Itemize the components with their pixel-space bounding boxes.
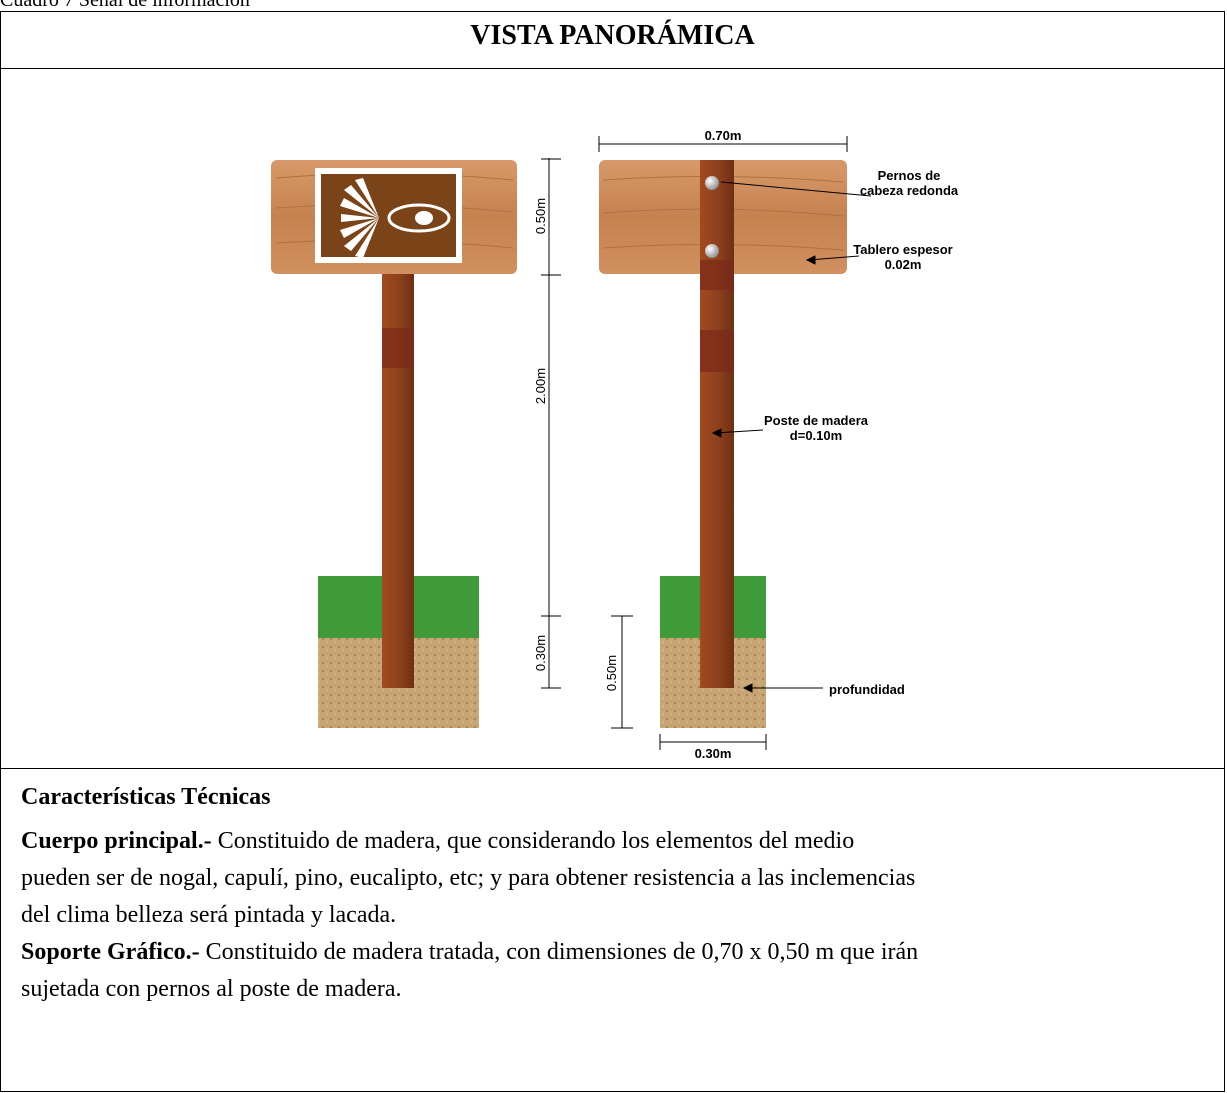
post-right — [700, 160, 734, 688]
section-heading: Características Técnicas — [21, 784, 271, 810]
page-title: VISTA PANORÁMICA — [470, 20, 755, 51]
figure-caption: Cuadro 7 Señal de información — [0, 0, 250, 11]
bolt-top — [705, 176, 719, 190]
drawing-row: 0.50m 2.00m 0.30m 0.50m 0.70m 0.30m — [1, 68, 1224, 769]
sun-eye-icon — [315, 168, 462, 263]
dim-base-height: 0.50m — [604, 655, 619, 691]
label-board-2: 0.02m — [885, 257, 922, 272]
label-bolts-1: Pernos de — [878, 168, 941, 183]
paragraph-main-body: Cuerpo principal.- Constituido de madera… — [21, 823, 1204, 934]
p2-line1: Constituido de madera tratada, con dimen… — [205, 939, 919, 965]
dimension-lines — [541, 136, 848, 750]
label-depth: profundidad — [829, 682, 905, 697]
lead-main-body: Cuerpo principal.- — [21, 828, 212, 854]
info-table: VISTA PANORÁMICA — [0, 11, 1225, 1092]
p1-line3: del clima belleza será pintada y lacada. — [21, 902, 397, 928]
dim-base-width: 0.30m — [695, 746, 732, 761]
label-board-1: Tablero espesor — [853, 242, 952, 257]
p1-line1: Constituido de madera, que considerando … — [217, 828, 855, 854]
p1-line2: pueden ser de nogal, capulí, pino, eucal… — [21, 865, 916, 891]
bolt-bottom — [705, 244, 719, 258]
title-row: VISTA PANORÁMICA — [1, 12, 1224, 69]
p2-line2: sujetada con pernos al poste de madera. — [21, 976, 402, 1002]
lead-graphic-support: Soporte Gráfico.- — [21, 939, 200, 965]
label-bolts-2: cabeza redonda — [860, 183, 959, 198]
side-view-sign — [599, 160, 847, 728]
dim-board-height: 0.50m — [533, 198, 548, 234]
label-post-2: d=0.10m — [790, 428, 842, 443]
dim-buried: 0.30m — [533, 635, 548, 671]
paragraph-graphic-support: Soporte Gráfico.- Constituido de madera … — [21, 934, 1204, 1008]
technical-section: Características Técnicas Cuerpo principa… — [1, 769, 1224, 1093]
sign-drawing: 0.50m 2.00m 0.30m 0.50m 0.70m 0.30m — [271, 128, 959, 761]
label-post-1: Poste de madera — [764, 413, 869, 428]
dim-post-height: 2.00m — [533, 368, 548, 404]
dim-width: 0.70m — [705, 128, 742, 143]
front-view-sign — [271, 160, 517, 728]
